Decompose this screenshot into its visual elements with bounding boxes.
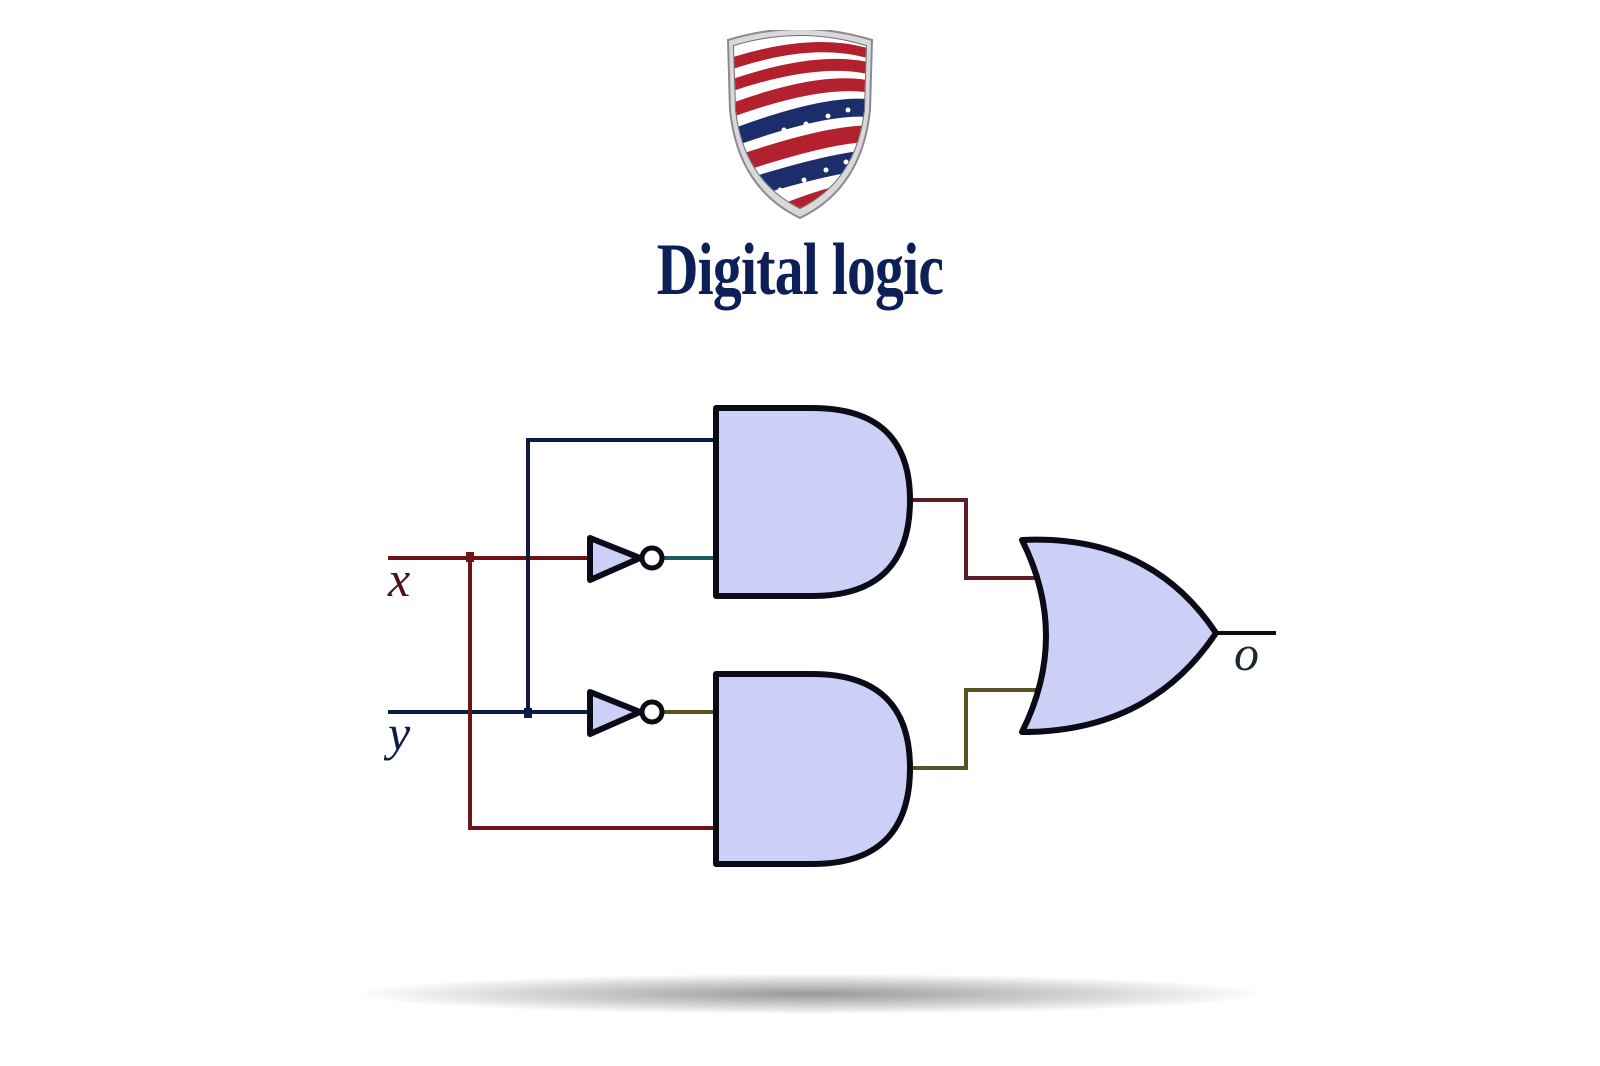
- and-gate-bottom: [713, 671, 913, 867]
- wire-x-branch: [468, 556, 714, 830]
- not-gate-x: [587, 535, 643, 583]
- not-gate-x-bubble: [639, 545, 665, 571]
- or-gate-output: [1019, 536, 1219, 735]
- not-gate-y: [587, 689, 643, 737]
- not-gate-y-bubble: [639, 699, 665, 725]
- striped-shield-logo-icon: [724, 28, 876, 220]
- input-label-y: y: [383, 705, 411, 761]
- junction-x: [466, 552, 474, 562]
- wire-andbottom-to-or: [908, 688, 1042, 770]
- wire-y-branch: [526, 438, 714, 714]
- wire-andtop-to-or: [908, 498, 1042, 580]
- and-gate-top: [713, 405, 913, 599]
- input-label-x: x: [387, 551, 410, 607]
- junction-y: [524, 708, 532, 718]
- output-label-o: o: [1234, 625, 1259, 681]
- page-title: Digital logic: [656, 229, 944, 311]
- floor-shadow: [360, 974, 1260, 1014]
